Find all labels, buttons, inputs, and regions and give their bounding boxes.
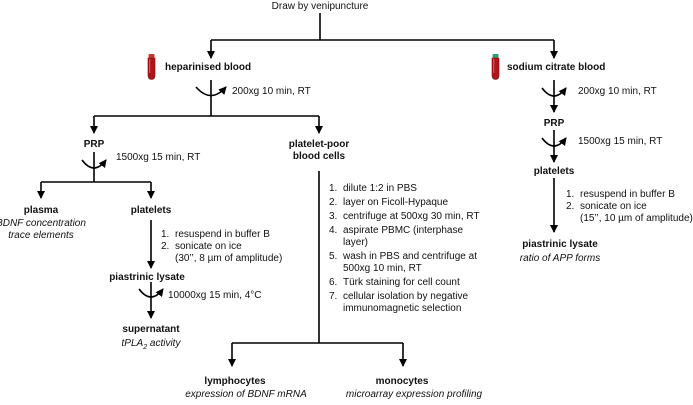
right-spin-200xg: 200xg 10 min, RT (578, 86, 657, 97)
right-lysate-use: ratio of APP forms (519, 253, 601, 264)
step-text: dilute 1:2 in PBS (343, 183, 417, 194)
step-number: 2. (161, 241, 170, 252)
monocytes-use: microarray expression profiling (345, 389, 483, 400)
tpla2-activity: tPLA2 activity (122, 338, 181, 354)
step-text: sonicate on ice (175, 241, 242, 252)
activity-subscript: 2 (143, 344, 148, 351)
step-number: 1. (161, 229, 170, 240)
plasma-label: plasma (23, 205, 59, 216)
heparin-tube-icon (147, 54, 156, 80)
list-item: 7. cellular isolation by negative immuno… (329, 291, 480, 315)
activity-suffix: activity (147, 338, 181, 349)
step-text: resuspend in buffer B (175, 229, 270, 240)
tube-cap (492, 54, 499, 58)
list-item: 6. Türk staining for cell count (329, 277, 480, 289)
left-spin-200xg: 200xg 10 min, RT (232, 86, 311, 97)
sodium-citrate-label: sodium citrate blood (507, 62, 606, 73)
step-number: 6. (329, 277, 338, 288)
left-lysate-label: piastrinic lysate (109, 272, 185, 283)
step-number: 4. (329, 225, 338, 236)
step-text: immunomagnetic selection (343, 303, 462, 314)
activity-prefix: tPLA (121, 338, 144, 349)
top-title: Draw by venipuncture (271, 1, 369, 12)
heparinised-blood-label: heparinised blood (165, 62, 252, 73)
list-item: 2. sonicate on ice (30’’, 8 µm of amplit… (161, 241, 282, 265)
step-text: (15’’, 10 µm of amplitude) (580, 213, 693, 224)
lymphocytes-use: expression of BDNF mRNA (185, 389, 307, 400)
tube-cap (148, 54, 155, 58)
middle-steps: 1. dilute 1:2 in PBS 2. layer on Ficoll-… (329, 183, 480, 315)
list-item: 5. wash in PBS and centrifuge at 500xg 1… (329, 251, 480, 275)
step-text: resuspend in buffer B (580, 189, 675, 200)
platelet-poor-line2: blood cells (292, 151, 346, 162)
spin-10000xg: 10000xg 15 min, 4°C (168, 290, 262, 301)
plasma-use-2: trace elements (8, 230, 74, 241)
list-item: 4. aspirate PBMC (interphase layer) (329, 225, 480, 249)
supernatant-label: supernatant (122, 324, 180, 335)
step-text: centrifuge at 500xg 30 min, RT (343, 211, 480, 222)
step-text: aspirate PBMC (interphase (343, 225, 464, 236)
right-spin-1500xg: 1500xg 15 min, RT (578, 136, 663, 147)
lymphocytes-label: lymphocytes (204, 376, 266, 387)
citrate-tube-icon (491, 54, 500, 80)
step-text: 500xg 10 min, RT (343, 263, 422, 274)
step-text: layer) (343, 237, 369, 248)
right-platelets-label: platelets (533, 166, 575, 177)
left-prp-label: PRP (83, 139, 105, 150)
step-number: 3. (329, 211, 338, 222)
step-number: 1. (329, 183, 338, 194)
step-number: 7. (329, 291, 338, 302)
step-text: (30’’, 8 µm of amplitude) (175, 253, 283, 264)
step-number: 2. (329, 197, 338, 208)
step-number: 2. (566, 201, 575, 212)
step-text: wash in PBS and centrifuge at (343, 251, 477, 262)
step-number: 1. (566, 189, 575, 200)
step-text: Türk staining for cell count (343, 277, 460, 288)
left-platelets-label: platelets (130, 205, 172, 216)
left-spin-1500xg: 1500xg 15 min, RT (116, 152, 201, 163)
list-item: 2. sonicate on ice (15’’, 10 µm of ampli… (566, 201, 693, 225)
platelet-poor-line1: platelet-poor (288, 139, 350, 150)
step-number: 5. (329, 251, 338, 262)
right-lysate-label: piastrinic lysate (522, 239, 598, 250)
step-text: cellular isolation by negative (343, 291, 469, 302)
left-platelet-steps: 1. resuspend in buffer B 2. sonicate on … (161, 229, 282, 265)
right-platelet-steps: 1. resuspend in buffer B 2. sonicate on … (566, 189, 693, 225)
list-item: 1. resuspend in buffer B (161, 229, 282, 241)
right-prp-label: PRP (543, 118, 565, 129)
list-item: 1. dilute 1:2 in PBS (329, 183, 480, 195)
step-text: sonicate on ice (580, 201, 647, 212)
plasma-use-1: BDNF concentration (0, 218, 86, 229)
monocytes-label: monocytes (375, 376, 429, 387)
list-item: 3. centrifuge at 500xg 30 min, RT (329, 211, 480, 223)
list-item: 2. layer on Ficoll-Hypaque (329, 197, 480, 209)
step-text: layer on Ficoll-Hypaque (343, 197, 449, 208)
list-item: 1. resuspend in buffer B (566, 189, 693, 201)
